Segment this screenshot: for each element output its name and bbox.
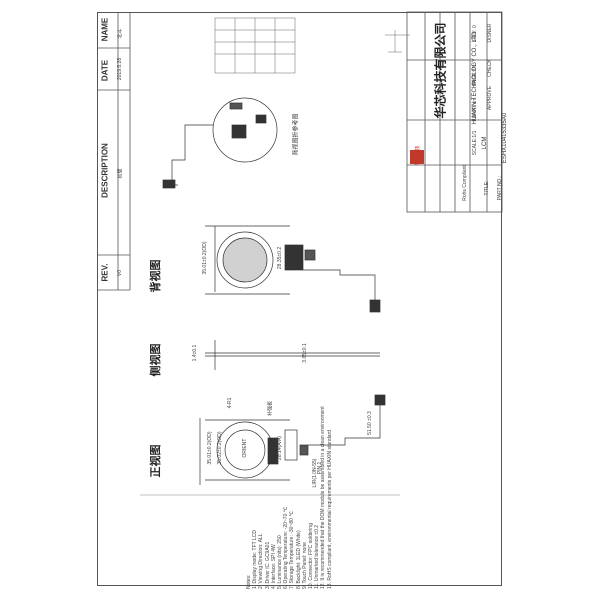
back-view-drawing (205, 225, 381, 313)
title-block-grid (406, 11, 503, 213)
side-view-drawing (205, 340, 380, 370)
part-no-value: ESHX10415335A0 (502, 112, 508, 164)
dim-front-4: 4-R1 (227, 397, 233, 409)
view-title-front: 正视图 (149, 444, 162, 478)
logo-text: 华芯科技 (415, 145, 421, 166)
rev-row-date: 2019.5.28 (117, 57, 123, 81)
view-title-bend-ref: 背视图折参考图 (293, 113, 300, 156)
note-line: 13. RoHS compliant, environmental requir… (326, 430, 333, 589)
title-label: TITLE: (484, 180, 490, 196)
company-logo (410, 150, 424, 164)
rev-table-header-date: DATE (100, 59, 110, 82)
check-label: CHECK (487, 59, 493, 77)
revision-table-grid (97, 12, 131, 291)
scale-label: SCALE:1/1 (472, 130, 478, 156)
rev-row-description: 初版 (117, 168, 124, 179)
rev-row-name: 北斗 (117, 28, 124, 39)
bend-reference-drawing (162, 97, 278, 189)
dim-side-2: 3.65±0.1 (302, 343, 308, 363)
dim-front-3: 35.02±0.2(OD) (217, 431, 223, 465)
pin-table (214, 17, 296, 74)
page-label: PAGE:1/1 (472, 64, 478, 86)
view-title-side: 侧视图 (149, 343, 162, 377)
notes-block: Notes: 1. Display mode: TFT LCD 2. Viewi… (246, 369, 334, 589)
title-value: LCM (482, 136, 488, 150)
rev-row-rev: V0 (117, 269, 123, 277)
rev-label: REV: 0 (472, 25, 478, 41)
rohs-label: Rohs Compliant (462, 165, 468, 201)
rev-table-header-name: NAME (100, 17, 110, 42)
dim-tail: 51.50 ±0.3 (367, 411, 373, 435)
front-view-drawing (199, 394, 386, 485)
view-title-back: 背视图 (149, 259, 162, 293)
company-name-cn: 华芯科技有限公司 (433, 22, 448, 119)
rev-table-header-description: DESCRIPTION (100, 143, 110, 198)
dim-back-2: 28.35±0.2 (277, 246, 283, 270)
designer-label: DISNER (487, 23, 493, 43)
dim-front-1: 35.01±0.2(OD) (207, 431, 213, 465)
rev-table-header-rev: REV. (100, 263, 110, 282)
dim-back-1: 35.01±0.2(OD) (202, 241, 208, 275)
dim-side-1: 1.4±0.1 (192, 344, 198, 362)
drawing-frame (97, 12, 502, 586)
small-detail (385, 30, 410, 53)
